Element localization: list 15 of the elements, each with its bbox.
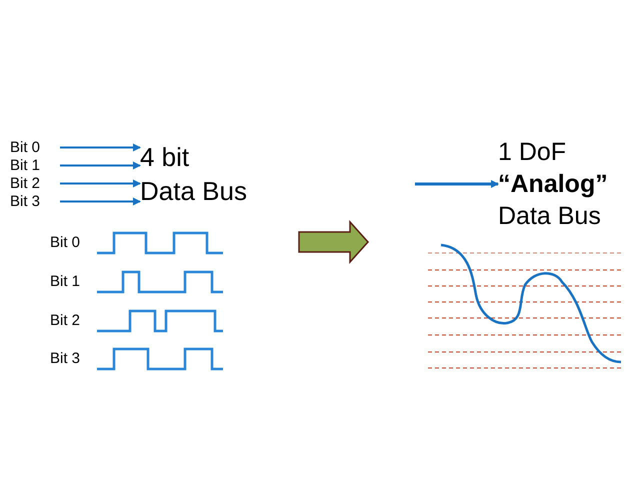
signal-label: Bit 0 bbox=[50, 234, 80, 252]
node-label: Bit 2 bbox=[10, 175, 42, 192]
node-label: Bit 3 bbox=[10, 193, 42, 210]
arrow bbox=[60, 180, 141, 188]
signal-label: Bit 1 bbox=[50, 273, 80, 291]
signal-label: Bit 2 bbox=[50, 312, 80, 330]
arrow bbox=[60, 144, 141, 152]
node-label: Bit 1 bbox=[10, 157, 42, 174]
signal-label: Bit 3 bbox=[50, 350, 80, 368]
arrow bbox=[415, 180, 499, 188]
node-label: 1 DoF “Analog” Data Bus bbox=[498, 137, 609, 232]
arrow bbox=[60, 162, 141, 170]
node-label: Bit 0 bbox=[10, 139, 42, 156]
node-label: 4 bit Data Bus bbox=[140, 141, 248, 208]
arrow bbox=[60, 198, 141, 206]
